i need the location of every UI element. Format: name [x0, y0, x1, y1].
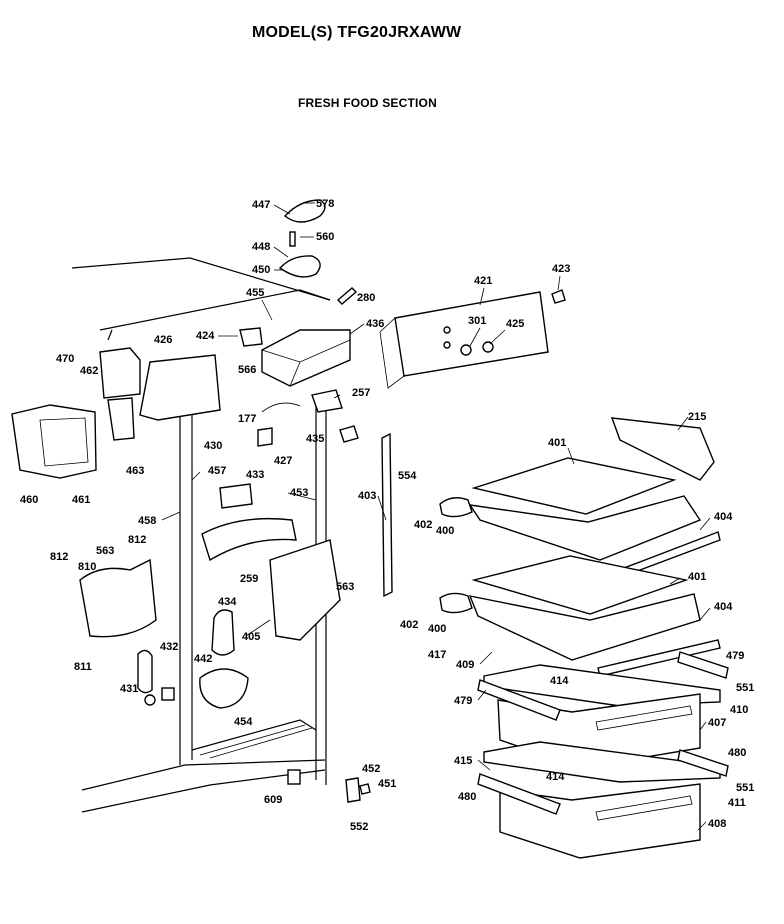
label-609: 609: [264, 794, 282, 806]
label-458: 458: [138, 515, 156, 527]
label-480a: 480: [728, 747, 746, 759]
label-425: 425: [506, 318, 524, 330]
label-460: 460: [20, 494, 38, 506]
motor-and-heater: [79, 517, 371, 803]
label-215: 215: [688, 411, 706, 423]
label-435: 435: [306, 433, 324, 445]
lower-crisper: [477, 741, 729, 859]
label-403: 403: [358, 490, 376, 502]
label-405: 405: [242, 631, 260, 643]
shelf-ladder: [381, 432, 393, 598]
label-450: 450: [252, 264, 270, 276]
label-551a: 551: [736, 682, 754, 694]
label-578: 578: [316, 198, 334, 210]
label-430: 430: [204, 440, 222, 452]
part-labels: 447 578 560 448 450 280 455 421 423 426 …: [20, 198, 754, 833]
label-434: 434: [218, 596, 237, 608]
label-455: 455: [246, 287, 264, 299]
label-451: 451: [378, 778, 396, 790]
label-421: 421: [474, 275, 492, 287]
label-301: 301: [468, 315, 486, 327]
label-280: 280: [357, 292, 375, 304]
label-442: 442: [194, 653, 212, 665]
label-470: 470: [56, 353, 74, 365]
label-454: 454: [234, 716, 253, 728]
label-424: 424: [196, 330, 215, 342]
label-414b: 414: [546, 771, 565, 783]
fan-housings: [11, 327, 263, 479]
label-452: 452: [362, 763, 380, 775]
label-177: 177: [238, 413, 256, 425]
label-563a: 563: [96, 545, 114, 557]
label-423: 423: [552, 263, 570, 275]
leader-lines: [161, 202, 711, 831]
label-257: 257: [352, 387, 370, 399]
label-415: 415: [454, 755, 472, 767]
control-housing: [261, 329, 351, 387]
label-566: 566: [238, 364, 256, 376]
label-407: 407: [708, 717, 726, 729]
label-408: 408: [708, 818, 726, 830]
label-563b: 563: [336, 581, 354, 593]
label-479b: 479: [454, 695, 472, 707]
label-462: 462: [80, 365, 98, 377]
label-426: 426: [154, 334, 172, 346]
label-457: 457: [208, 465, 226, 477]
label-461: 461: [72, 494, 90, 506]
label-554: 554: [398, 470, 417, 482]
switch-parts: [219, 389, 359, 509]
light-shield: [379, 289, 566, 389]
label-400a: 400: [436, 525, 454, 537]
label-480b: 480: [458, 791, 476, 803]
label-436: 436: [366, 318, 384, 330]
label-410: 410: [730, 704, 748, 716]
label-479a: 479: [726, 650, 744, 662]
label-551b: 551: [736, 782, 754, 794]
label-812b: 812: [128, 534, 146, 546]
label-433: 433: [246, 469, 264, 481]
lower-shelf: [439, 555, 721, 677]
label-259: 259: [240, 573, 258, 585]
label-402b: 402: [400, 619, 418, 631]
section-title: FRESH FOOD SECTION: [298, 96, 437, 110]
label-401b: 401: [688, 571, 706, 583]
label-810: 810: [78, 561, 96, 573]
label-404b: 404: [714, 601, 733, 613]
label-417: 417: [428, 649, 446, 661]
label-432: 432: [160, 641, 178, 653]
label-812a: 812: [50, 551, 68, 563]
label-447: 447: [252, 199, 270, 211]
label-414a: 414: [550, 675, 569, 687]
page-title: MODEL(S) TFG20JRXAWW: [252, 24, 462, 41]
label-411: 411: [728, 797, 746, 809]
label-431: 431: [120, 683, 138, 695]
label-402a: 402: [414, 519, 432, 531]
bin: [610, 417, 715, 481]
label-409: 409: [456, 659, 474, 671]
label-463: 463: [126, 465, 144, 477]
label-552: 552: [350, 821, 368, 833]
label-560: 560: [316, 231, 334, 243]
label-453: 453: [290, 487, 308, 499]
label-400b: 400: [428, 623, 446, 635]
label-404a: 404: [714, 511, 733, 523]
label-401a: 401: [548, 437, 566, 449]
label-811: 811: [74, 661, 92, 673]
label-427: 427: [274, 455, 292, 467]
label-448: 448: [252, 241, 270, 253]
control-knob-assembly: [278, 199, 358, 305]
